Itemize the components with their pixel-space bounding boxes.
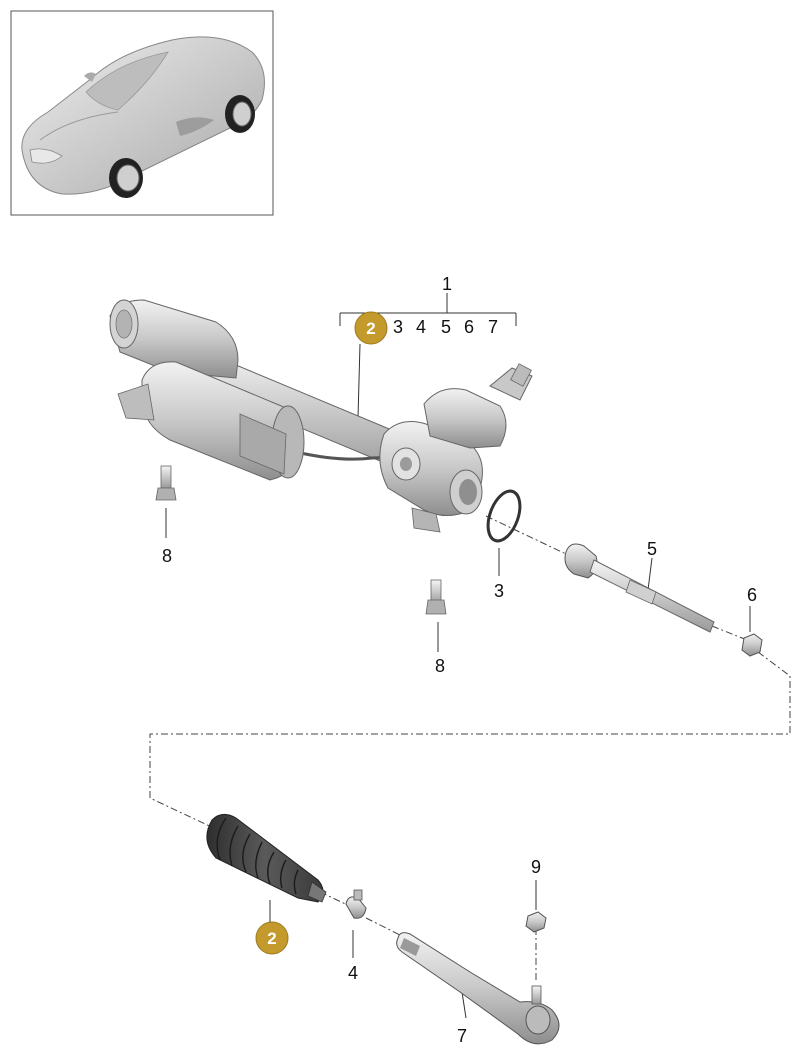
tie-rod-end[interactable]: [396, 932, 560, 1045]
inner-tie-rod[interactable]: [564, 543, 715, 633]
kit-badge-lower[interactable]: 2: [255, 921, 289, 955]
callout-1-sub-7: 7: [488, 317, 498, 337]
self-locking-nut[interactable]: [525, 911, 547, 933]
kit-badge-upper[interactable]: 2: [354, 311, 388, 345]
kit-badge-lower-label: 2: [267, 929, 276, 948]
car-thumbnail-icon: [21, 36, 265, 198]
bolt-upper[interactable]: [155, 465, 177, 501]
callout-1-sub-4: 4: [416, 317, 426, 337]
callout-labels: 1 3 4 5 6 7 8 3 5 6 8 9 4 7: [162, 274, 757, 1046]
callout-5: 5: [647, 539, 657, 559]
callout-8-lower: 8: [435, 656, 445, 676]
callout-1: 1: [442, 274, 452, 294]
bolt-lower[interactable]: [425, 579, 447, 615]
hose-clamp[interactable]: [345, 889, 367, 919]
callout-9: 9: [531, 857, 541, 877]
callout-6: 6: [747, 585, 757, 605]
assembly-lines: [149, 515, 791, 982]
steering-gear-assembly[interactable]: [109, 299, 533, 533]
kit-badge-upper-label: 2: [366, 319, 375, 338]
vehicle-thumbnail: [10, 10, 274, 216]
o-ring[interactable]: [482, 487, 526, 545]
lock-nut[interactable]: [741, 633, 763, 657]
bellows-boot[interactable]: [206, 814, 327, 903]
callout-1-sub-5: 5: [441, 317, 451, 337]
callout-4: 4: [348, 963, 358, 983]
callout-3: 3: [494, 581, 504, 601]
callout-8-upper: 8: [162, 546, 172, 566]
callout-1-sub-3: 3: [393, 317, 403, 337]
callout-7: 7: [457, 1026, 467, 1046]
callout-1-sub-6: 6: [464, 317, 474, 337]
